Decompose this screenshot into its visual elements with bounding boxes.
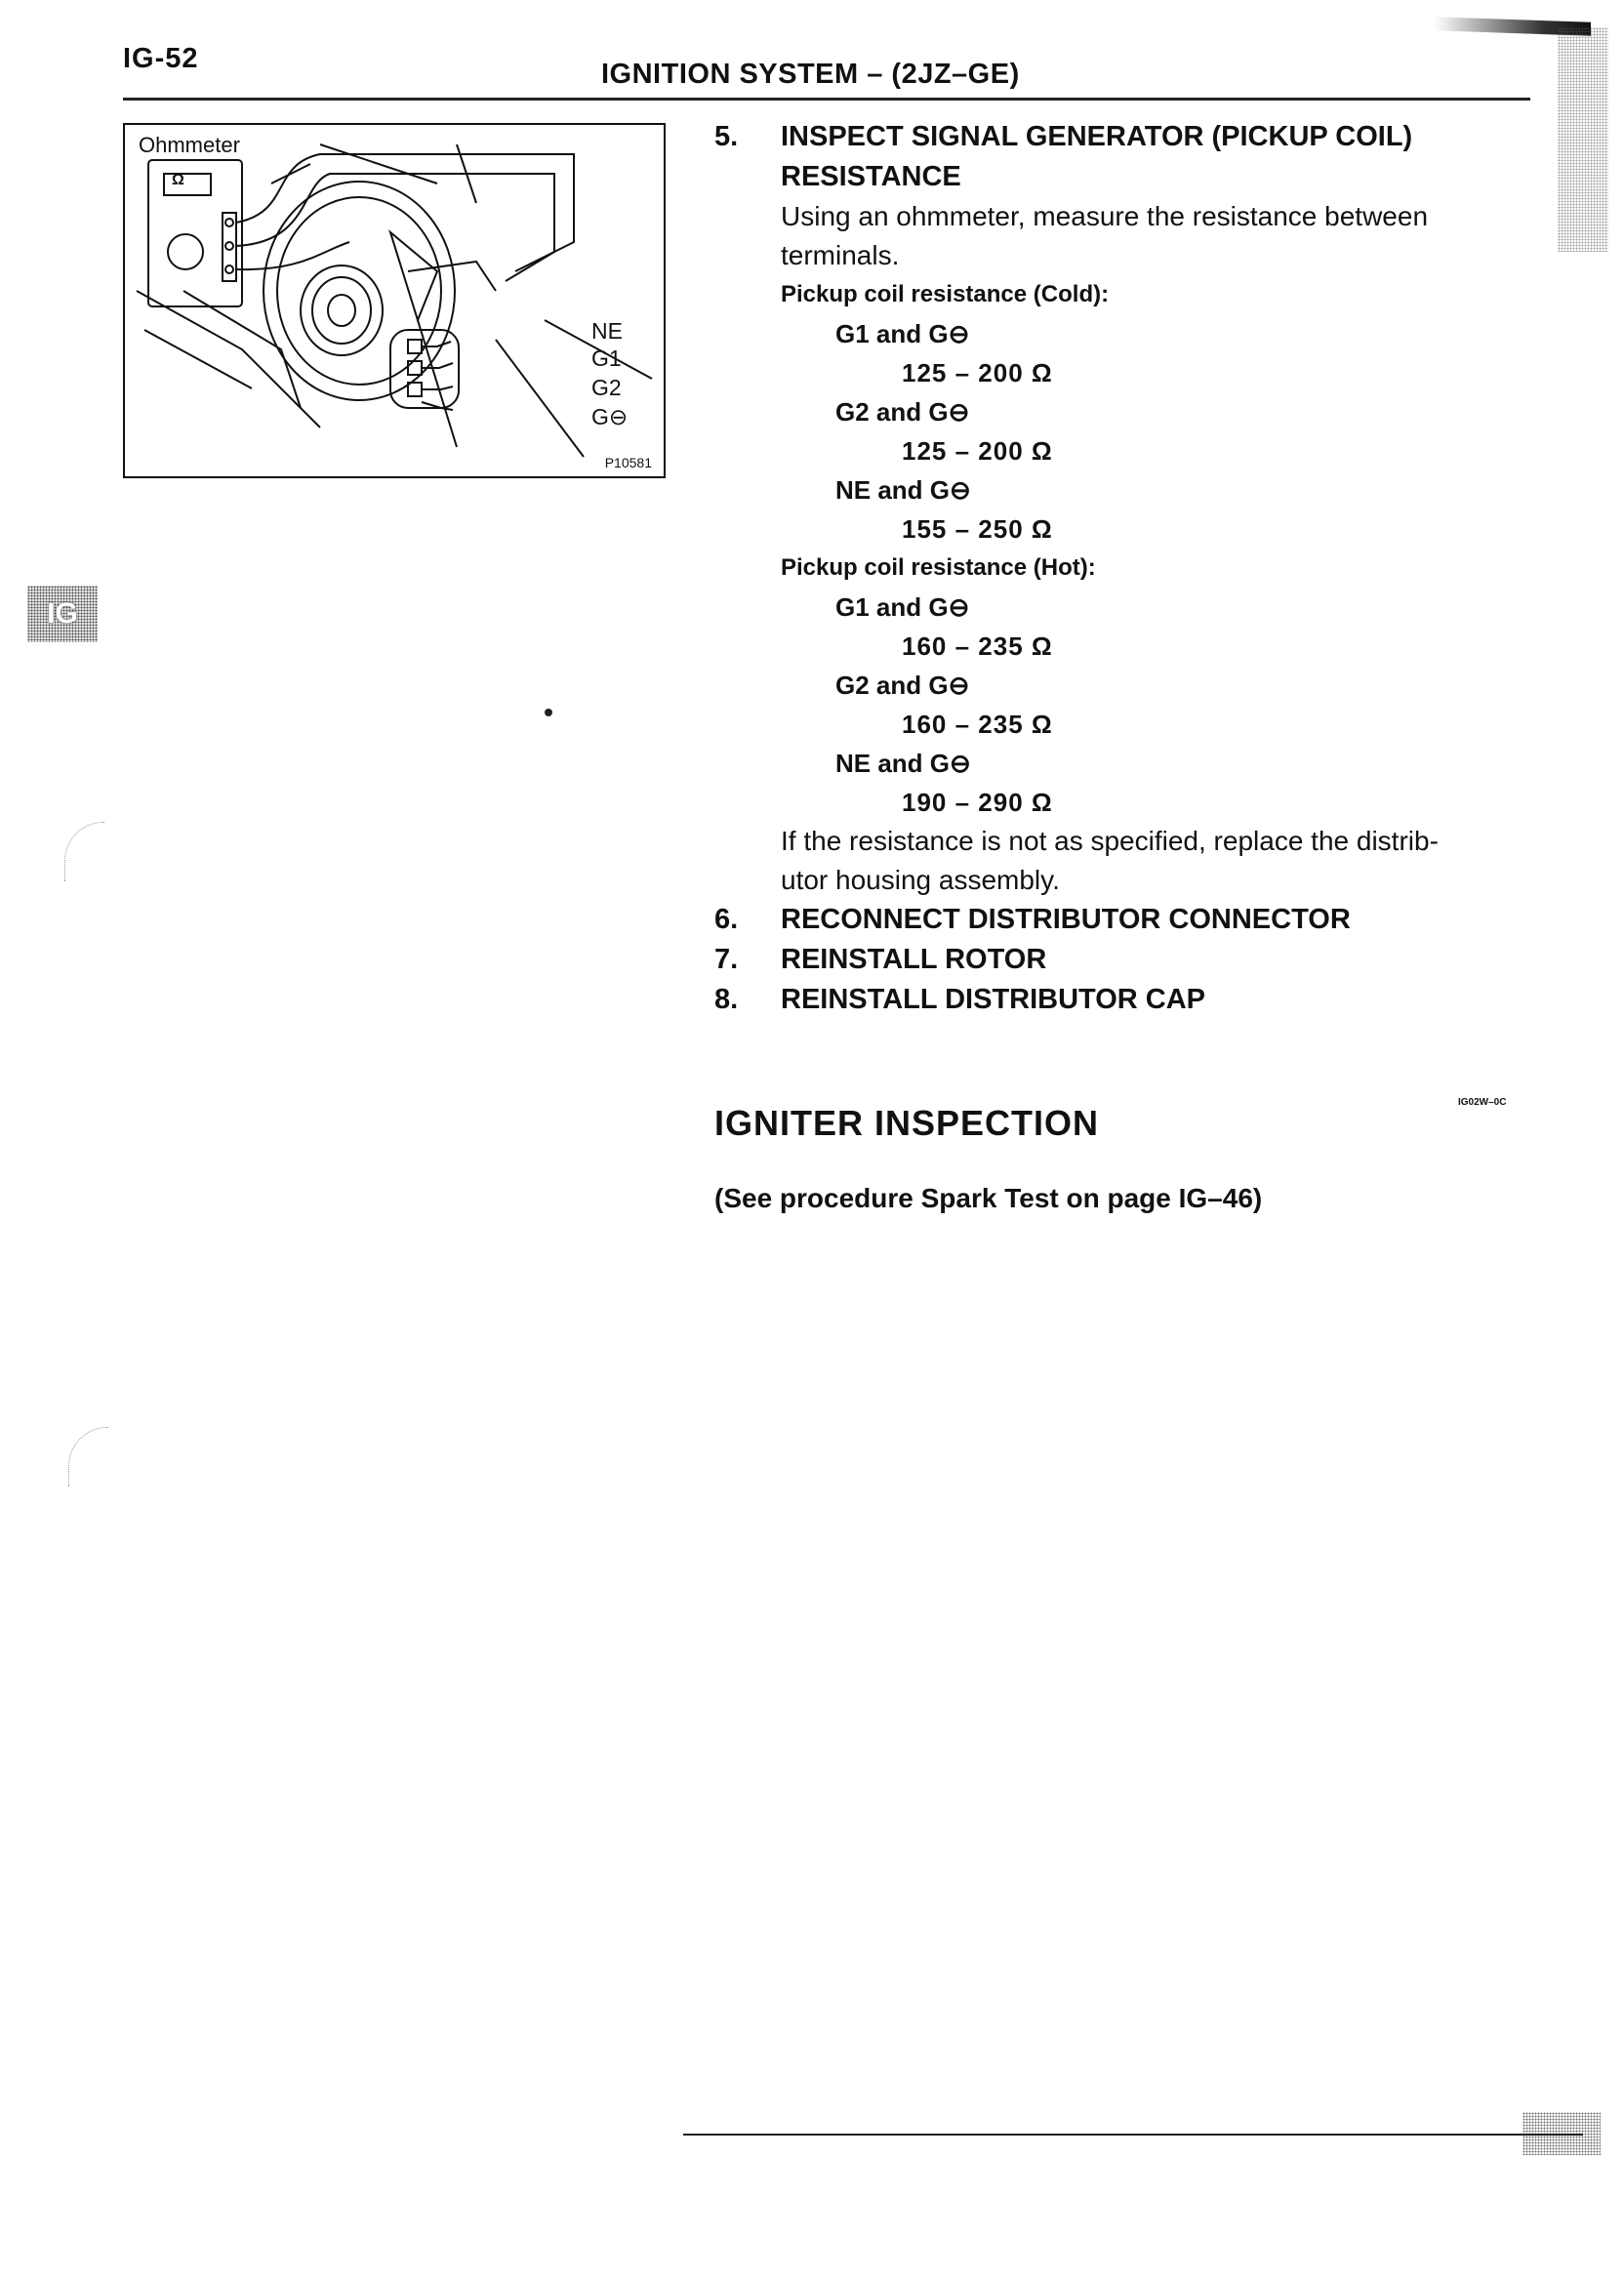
terminal-label-ne: NE <box>591 318 623 344</box>
ohm-symbol: Ω <box>172 172 184 188</box>
terminal-pair: G1 and G⊖ <box>835 592 970 622</box>
step-number: 8. <box>714 984 739 1015</box>
step-title: INSPECT SIGNAL GENERATOR (PICKUP COIL) <box>781 121 1413 152</box>
resistance-value: 190 – 290 Ω <box>902 788 1053 817</box>
step-title: REINSTALL DISTRIBUTOR CAP <box>781 984 1206 1015</box>
section-code: IG02W–0C <box>1458 1097 1507 1108</box>
spark-test-reference: (See procedure Spark Test on page IG–46) <box>714 1183 1263 1213</box>
resistance-value: 155 – 250 Ω <box>902 514 1053 544</box>
instruction-line: terminals. <box>781 240 900 270</box>
pickup-coil-illustration: Ohmmeter Ω NE G1 G2 G⊖ P10581 <box>123 123 666 478</box>
step-7-heading: 7. REINSTALL ROTOR <box>714 940 1544 980</box>
distributor-drawing <box>136 143 653 458</box>
terminal-label-g1: G1 <box>591 346 622 371</box>
binder-hole-mark <box>68 1427 108 1486</box>
header-rule <box>123 98 1530 101</box>
footer-rule <box>683 2134 1583 2136</box>
figure-code: P10581 <box>604 455 652 470</box>
section-tab: IG <box>27 586 98 642</box>
replacement-note: If the resistance is not as specified, r… <box>781 826 1439 856</box>
replacement-note: utor housing assembly. <box>781 865 1060 895</box>
step-number: 5. <box>714 121 739 152</box>
resistance-value: 125 – 200 Ω <box>902 436 1053 466</box>
igniter-section-heading: IGNITER INSPECTION <box>714 1103 1100 1143</box>
terminal-pair: G2 and G⊖ <box>835 671 970 700</box>
procedure-text: 5. INSPECT SIGNAL GENERATOR (PICKUP COIL… <box>714 117 1544 1020</box>
resistance-value: 160 – 235 Ω <box>902 710 1053 739</box>
resistance-value: 125 – 200 Ω <box>902 358 1053 387</box>
step-5-heading: 5. INSPECT SIGNAL GENERATOR (PICKUP COIL… <box>714 117 1544 157</box>
terminal-pair: NE and G⊖ <box>835 749 971 778</box>
terminal-pair: G2 and G⊖ <box>835 397 970 427</box>
terminal-label-g-minus: G⊖ <box>591 404 629 429</box>
step-number: 7. <box>714 944 739 975</box>
terminal-pair: G1 and G⊖ <box>835 319 970 348</box>
page-number: IG-52 <box>123 43 199 74</box>
print-speck <box>545 709 552 716</box>
page-edge-halftone <box>1558 27 1608 252</box>
step-title-cont: RESISTANCE <box>781 161 961 192</box>
resistance-value: 160 – 235 Ω <box>902 631 1053 661</box>
hot-heading: Pickup coil resistance (Hot): <box>781 554 1096 581</box>
section-tab-label: IG <box>47 597 78 630</box>
step-title: RECONNECT DISTRIBUTOR CONNECTOR <box>781 904 1351 935</box>
step-8-heading: 8. REINSTALL DISTRIBUTOR CAP <box>714 980 1544 1020</box>
instruction-line: Using an ohmmeter, measure the resistanc… <box>781 201 1429 231</box>
terminal-pair: NE and G⊖ <box>835 475 971 505</box>
terminal-label-g2: G2 <box>591 375 622 400</box>
step-title: REINSTALL ROTOR <box>781 944 1047 975</box>
running-title: IGNITION SYSTEM – (2JZ–GE) <box>601 59 1020 90</box>
step-6-heading: 6. RECONNECT DISTRIBUTOR CONNECTOR <box>714 900 1544 940</box>
step-5-heading-cont: RESISTANCE <box>714 157 1544 197</box>
step-number: 6. <box>714 904 739 935</box>
binder-hole-mark <box>64 822 104 881</box>
ohmmeter-label: Ohmmeter <box>139 133 240 157</box>
cold-heading: Pickup coil resistance (Cold): <box>781 281 1110 307</box>
